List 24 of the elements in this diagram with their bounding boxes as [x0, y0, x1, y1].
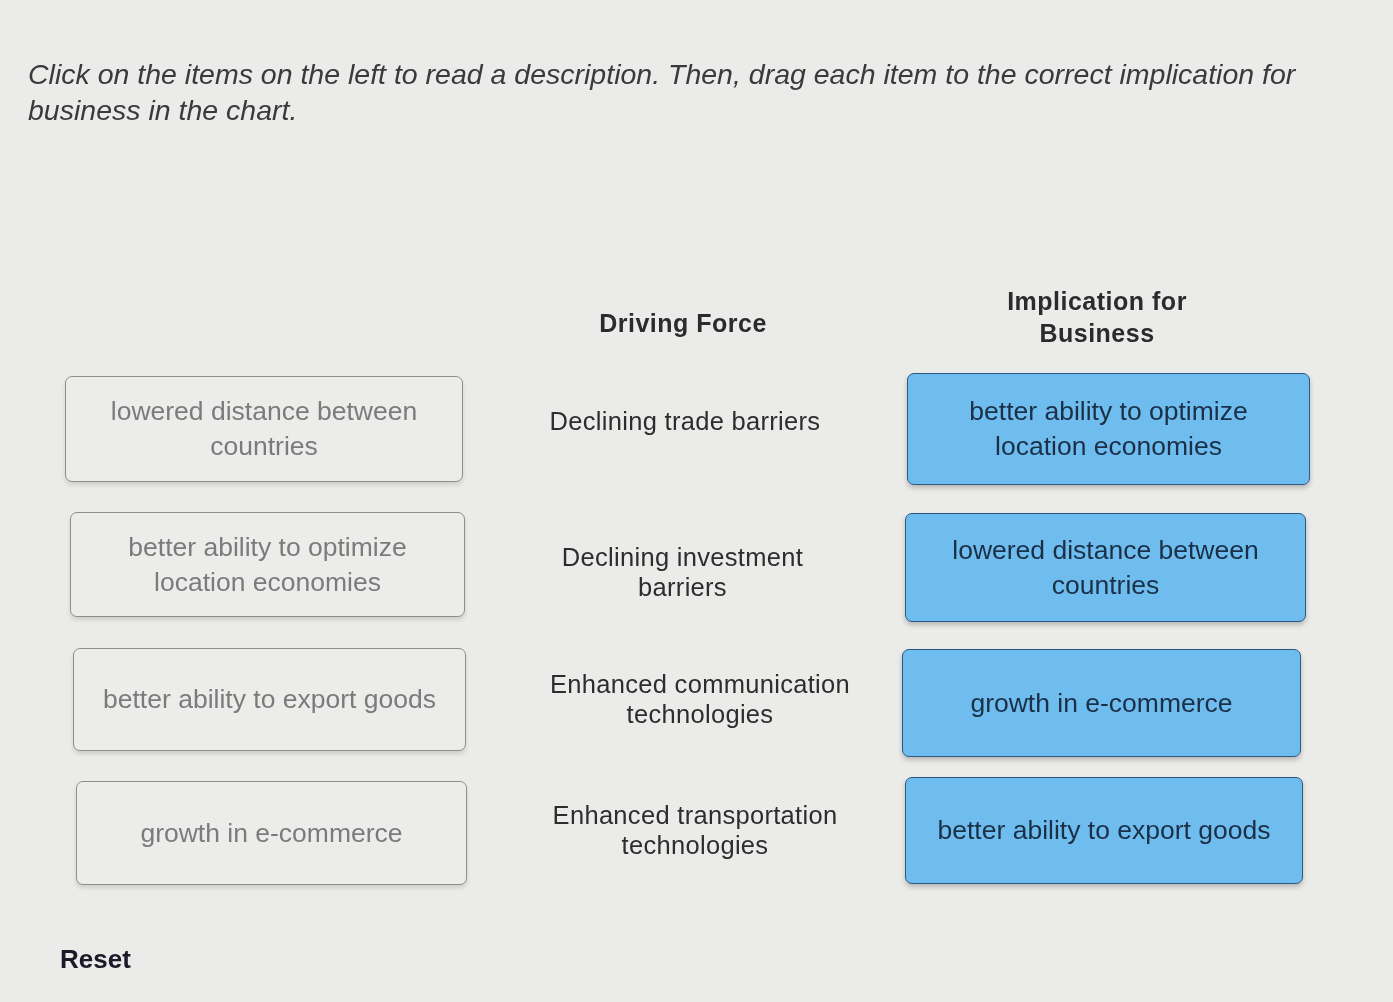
- row-label: Declining trade barriers: [548, 406, 822, 436]
- row-label: Enhanced communication technologies: [549, 669, 851, 729]
- row-label: Declining investment barriers: [560, 542, 805, 602]
- item-card: [73, 648, 466, 751]
- item-label: growth in e-commerce: [139, 816, 404, 850]
- reset-button: Reset: [60, 944, 131, 974]
- answer-label: better ability to optimize location economies: [968, 395, 1249, 463]
- item-label: better ability to optimize location economies: [127, 530, 408, 599]
- answer-label: lowered distance between countries: [951, 533, 1260, 602]
- answer-label: growth in e-commerce: [969, 686, 1234, 720]
- answer-card: [905, 777, 1303, 884]
- instruction-text: Click on the items on the left to read a description. Then, drag each item to the correct implication for business in the chart.: [28, 57, 1297, 128]
- answer-label: better ability to export goods: [936, 814, 1272, 847]
- column-header: Implication for Business: [1006, 286, 1188, 349]
- item-label: lowered distance between countries: [109, 395, 419, 463]
- item-card: [65, 376, 463, 482]
- answer-card: [905, 513, 1306, 622]
- item-card: [70, 512, 465, 617]
- answer-card: [902, 649, 1301, 757]
- column-header: Driving Force: [598, 308, 768, 339]
- item-label: better ability to export goods: [102, 683, 437, 716]
- answer-card: [907, 373, 1310, 485]
- row-label: Enhanced transportation technologies: [551, 800, 839, 860]
- item-card: [76, 781, 467, 885]
